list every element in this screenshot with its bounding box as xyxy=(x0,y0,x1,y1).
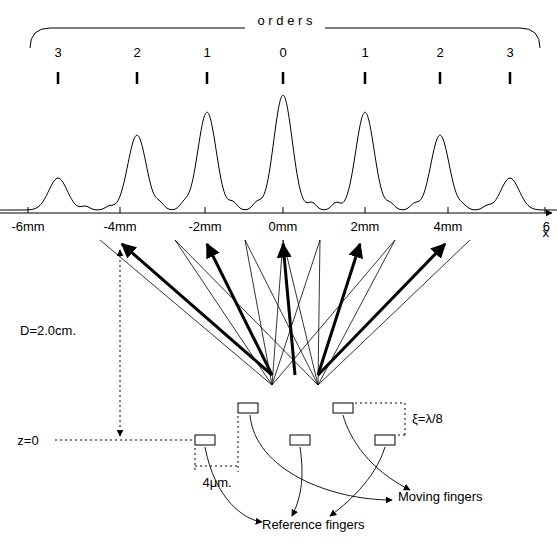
ray xyxy=(283,240,318,385)
moving-finger xyxy=(238,403,258,413)
order-tick xyxy=(439,72,442,84)
axis-name: x xyxy=(543,226,550,239)
x-axis xyxy=(0,213,552,214)
order-tick xyxy=(282,72,285,84)
order-number: 1 xyxy=(361,46,368,59)
order-tick xyxy=(364,72,367,84)
order-arrow xyxy=(207,244,272,375)
order-arrow xyxy=(283,244,295,375)
axis-tick-label: 2mm xyxy=(351,220,380,233)
ray xyxy=(318,240,470,385)
part-label: Reference fingers xyxy=(262,518,365,531)
ray xyxy=(100,240,272,385)
axis-tick xyxy=(205,207,206,213)
reference-finger xyxy=(375,435,395,445)
reference-finger xyxy=(290,435,310,445)
dimension-label: 4μm. xyxy=(202,476,231,489)
axis-tick-label: -2mm xyxy=(188,220,221,233)
order-arrow xyxy=(122,244,272,375)
distance-arrow xyxy=(120,250,121,436)
axis-tick xyxy=(120,207,121,213)
dimension-label: D=2.0cm. xyxy=(20,324,76,337)
order-tick xyxy=(57,72,60,84)
axis-tick-label: -6mm xyxy=(11,220,44,233)
dimension-label: ξ=λ/8 xyxy=(412,412,443,425)
z-line xyxy=(55,440,196,441)
axis-tick xyxy=(448,207,449,213)
axis-tick xyxy=(365,207,366,213)
width-mark xyxy=(195,448,196,472)
order-tick xyxy=(509,72,512,84)
order-number: 2 xyxy=(436,46,443,59)
dimension-label: z=0 xyxy=(17,434,38,447)
order-number: 2 xyxy=(133,46,140,59)
offset-line xyxy=(398,435,405,436)
order-tick xyxy=(206,72,209,84)
intensity-curve xyxy=(0,95,557,210)
bracket-title: o r d e r s xyxy=(258,14,313,27)
axis-tick-label: -4mm xyxy=(103,220,136,233)
leader-line xyxy=(330,447,385,516)
width-mark xyxy=(238,416,239,472)
leader-line xyxy=(250,415,392,500)
axis-tick-label: 0mm xyxy=(269,220,298,233)
leader-line xyxy=(343,415,410,490)
ray xyxy=(318,240,320,385)
axis-tick xyxy=(283,207,284,213)
axis-tick xyxy=(28,207,29,213)
offset-line xyxy=(355,403,405,404)
leader-line xyxy=(292,447,302,516)
order-number: 0 xyxy=(279,46,286,59)
reference-finger xyxy=(195,435,215,445)
order-number: 3 xyxy=(54,46,61,59)
moving-finger xyxy=(333,403,353,413)
part-label: Moving fingers xyxy=(398,490,483,503)
axis-tick xyxy=(545,207,546,213)
axis-tick-label: 4mm xyxy=(434,220,463,233)
width-mark xyxy=(195,466,238,467)
order-tick xyxy=(136,72,139,84)
order-number: 1 xyxy=(203,46,210,59)
order-arrow xyxy=(318,244,445,375)
ray xyxy=(245,240,318,385)
offset-line xyxy=(405,403,406,435)
order-number: 3 xyxy=(506,46,513,59)
